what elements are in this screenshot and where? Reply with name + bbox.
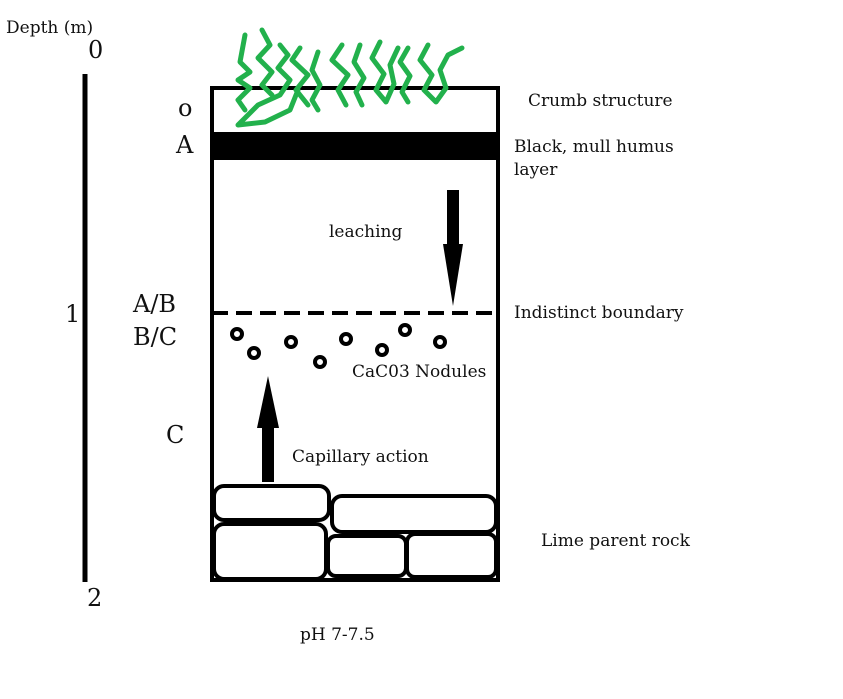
nodule-circle-icon [375,343,389,357]
humus-label-line2: layer [514,160,558,180]
soil-column-outline [210,86,500,582]
nodule-circle-icon [284,335,298,349]
depth-tick-0: 0 [88,36,103,64]
caco3-nodules [230,323,447,369]
depth-tick-1: 1 [65,300,80,328]
horizon-c-label: C [166,421,184,449]
boundary-label: Indistinct boundary [514,303,684,323]
capillary-label: Capillary action [292,447,429,467]
ph-label: pH 7-7.5 [300,625,375,645]
nodule-circle-icon [398,323,412,337]
rock-block [326,534,408,578]
rock-block [330,494,498,534]
humus-label-line1: Black, mull humus [514,137,674,157]
nodule-circle-icon [313,355,327,369]
humus-layer-band [212,132,498,160]
depth-tick-2: 2 [87,584,102,612]
horizon-bc-label: B/C [133,323,177,351]
horizon-o-label: o [178,94,192,122]
rock-block [212,522,328,581]
vegetation-grass-icon [235,27,465,128]
capillary-arrow-icon [257,376,279,482]
crumb-structure-label: Crumb structure [528,91,673,111]
rock-block [405,532,498,579]
leaching-arrow-icon [443,190,463,306]
nodules-label: CaC03 Nodules [352,362,486,382]
depth-axis-title: Depth (m) [6,18,93,38]
leaching-label: leaching [329,222,402,242]
parent-rock-blocks [212,484,498,581]
horizon-a-label: A [175,131,194,159]
nodule-circle-icon [230,327,244,341]
nodule-circle-icon [433,335,447,349]
nodule-circle-icon [247,346,261,360]
rock-block [212,484,331,522]
parent-rock-label: Lime parent rock [541,531,691,551]
horizon-ab-label: A/B [132,290,176,318]
nodule-circle-icon [339,332,353,346]
